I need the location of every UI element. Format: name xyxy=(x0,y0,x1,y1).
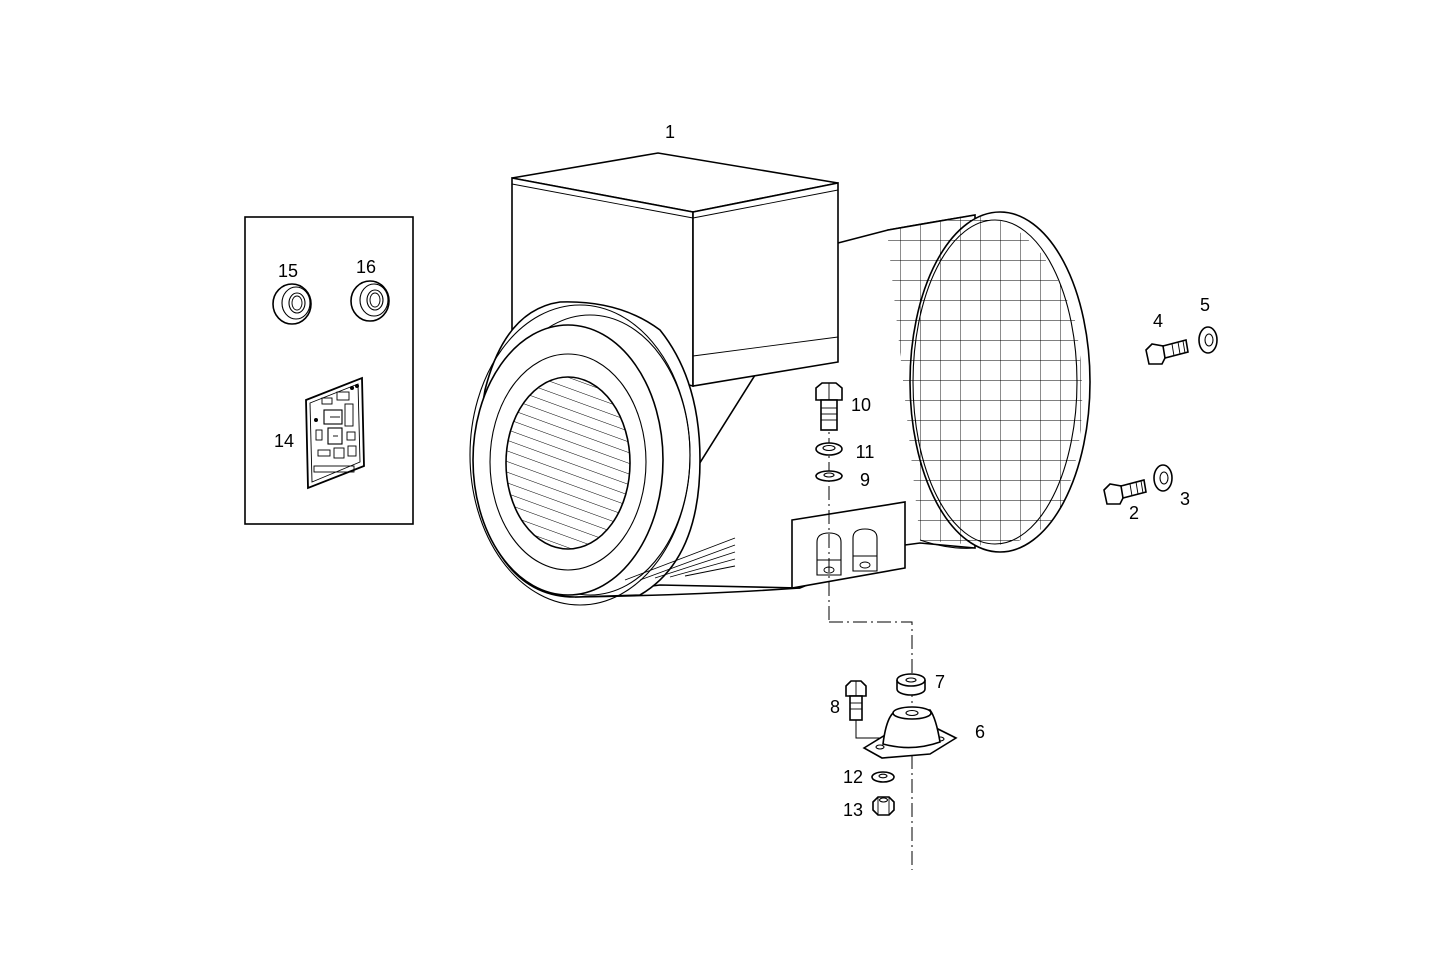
assembly-centerlines xyxy=(828,390,913,870)
callout-8: 8 xyxy=(830,697,840,717)
side-vent xyxy=(624,537,736,581)
washer-12-icon xyxy=(871,771,895,783)
bearing-16-icon xyxy=(350,280,390,322)
spare-parts-inset xyxy=(244,216,414,525)
bolt-4-icon xyxy=(1145,339,1189,365)
callout-7: 7 xyxy=(935,672,945,692)
callout-3: 3 xyxy=(1180,489,1190,509)
callout-labels: 1 2 3 4 5 6 7 8 9 10 11 12 13 14 15 16 xyxy=(274,122,1210,820)
washer-9-icon xyxy=(815,470,843,482)
callout-15: 15 xyxy=(278,261,298,281)
callout-4: 4 xyxy=(1153,311,1163,331)
callout-10: 10 xyxy=(851,395,871,415)
bolt-10-icon xyxy=(815,382,843,431)
washer-3-icon xyxy=(1153,464,1173,492)
callout-1: 1 xyxy=(665,122,675,142)
callout-11: 11 xyxy=(856,442,875,462)
spacer-7-icon xyxy=(896,673,926,696)
washer-11-icon xyxy=(815,442,843,456)
callout-9: 9 xyxy=(860,470,870,490)
callout-13: 13 xyxy=(843,800,863,820)
washer-5-icon xyxy=(1198,326,1218,354)
callout-12: 12 xyxy=(843,767,863,787)
callout-6: 6 xyxy=(975,722,985,742)
callout-5: 5 xyxy=(1200,295,1210,315)
bolt-8-icon xyxy=(845,680,884,739)
callout-16: 16 xyxy=(356,257,376,277)
vibration-mount-6-icon xyxy=(862,706,958,759)
circuit-board-14-icon xyxy=(305,376,365,490)
bolt-2-icon xyxy=(1103,479,1147,505)
generator-1 xyxy=(469,152,1091,606)
callout-2: 2 xyxy=(1129,503,1139,523)
callout-14: 14 xyxy=(274,431,294,451)
mounting-foot xyxy=(791,501,906,589)
nut-13-icon xyxy=(872,796,895,816)
bearing-15-icon xyxy=(272,283,312,325)
